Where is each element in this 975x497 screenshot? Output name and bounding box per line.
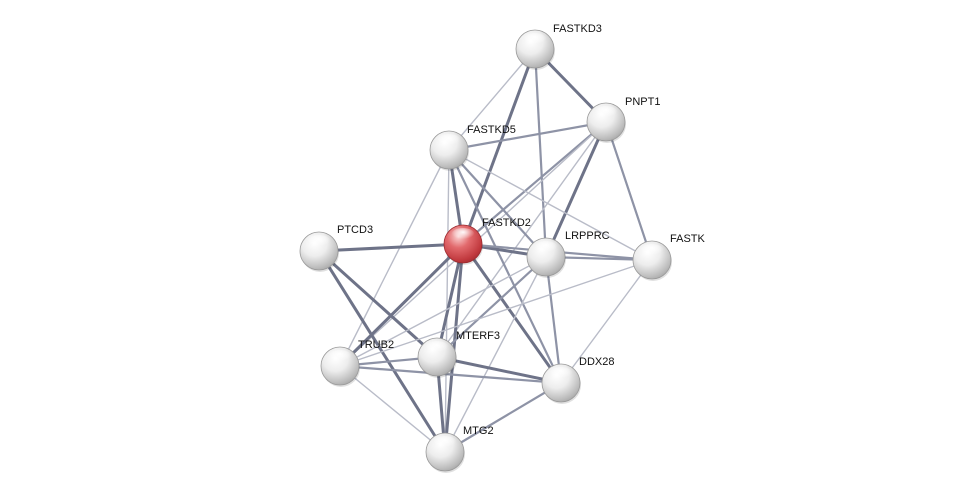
edge-fastkd2-ddx28 (461, 242, 563, 385)
edge-fastkd5-ddx28 (447, 148, 563, 385)
edge-fastkd3-fastkd2 (461, 47, 537, 246)
node-fastkd5[interactable]: FASTKD5 (429, 124, 516, 171)
edges-layer (317, 47, 654, 454)
node-label-fastk: FASTK (670, 233, 706, 245)
node-mtg2[interactable]: MTG2 (425, 425, 494, 473)
node-label-pnpt1: PNPT1 (625, 96, 660, 108)
edge-fastkd3-lrpprc (533, 47, 548, 259)
edge-trub2-mtg2 (339, 365, 446, 453)
node-fastkd3[interactable]: FASTKD3 (515, 23, 602, 70)
edge-fastkd3-fastkd5 (448, 48, 536, 151)
node-label-ddx28: DDX28 (579, 356, 614, 368)
edge-fastkd5-trub2 (339, 149, 450, 367)
edge-lrpprc-ddx28 (544, 255, 563, 385)
node-highlight (534, 241, 558, 255)
edge-fastk-ddx28 (560, 259, 653, 384)
edge-pnpt1-fastkd5 (447, 120, 608, 152)
edge-fastkd5-lrpprc (447, 148, 548, 259)
node-label-ptcd3: PTCD3 (337, 224, 373, 236)
node-pnpt1[interactable]: PNPT1 (586, 96, 660, 143)
edge-fastk-trub2 (339, 259, 653, 367)
edge-fastkd5-fastk (448, 149, 653, 261)
node-lrpprc[interactable]: LRPPRC (526, 230, 610, 278)
node-highlight (523, 33, 547, 47)
node-label-fastkd2: FASTKD2 (482, 217, 531, 229)
node-label-fastkd5: FASTKD5 (467, 124, 516, 136)
node-highlight (451, 228, 475, 242)
edge-ddx28-mtg2 (443, 381, 563, 454)
edge-fastkd2-trub2 (338, 242, 465, 368)
node-fastk[interactable]: FASTK (632, 233, 706, 281)
edge-pnpt1-fastk (604, 120, 654, 262)
node-highlight (433, 436, 457, 450)
edge-lrpprc-mtg2 (444, 256, 547, 453)
edge-pnpt1-lrpprc (544, 120, 608, 259)
node-highlight (437, 134, 461, 148)
node-highlight (640, 244, 664, 258)
edge-trub2-ddx28 (338, 364, 563, 385)
edge-fastkd2-ptcd3 (317, 242, 465, 253)
edge-pnpt1-fastkd2 (461, 120, 608, 246)
node-highlight (549, 367, 573, 381)
node-label-trub2: TRUB2 (358, 339, 394, 351)
node-trub2[interactable]: TRUB2 (320, 339, 394, 387)
node-label-lrpprc: LRPPRC (565, 230, 610, 242)
edge-lrpprc-mterf3 (435, 255, 548, 359)
node-ddx28[interactable]: DDX28 (541, 356, 614, 404)
edge-mterf3-ddx28 (435, 355, 563, 385)
node-label-mterf3: MTERF3 (456, 330, 500, 342)
node-ptcd3[interactable]: PTCD3 (299, 224, 373, 272)
node-highlight (328, 350, 352, 364)
node-label-mtg2: MTG2 (463, 425, 494, 437)
node-label-fastkd3: FASTKD3 (553, 23, 602, 35)
node-highlight (594, 106, 618, 120)
edge-lrpprc-trub2 (339, 256, 547, 367)
node-fastkd2[interactable]: FASTKD2 (443, 217, 531, 265)
node-highlight (425, 341, 449, 355)
node-highlight (307, 235, 331, 249)
edge-fastkd5-mtg2 (444, 149, 450, 453)
node-mterf3[interactable]: MTERF3 (417, 330, 500, 378)
edge-pnpt1-mterf3 (436, 121, 607, 358)
